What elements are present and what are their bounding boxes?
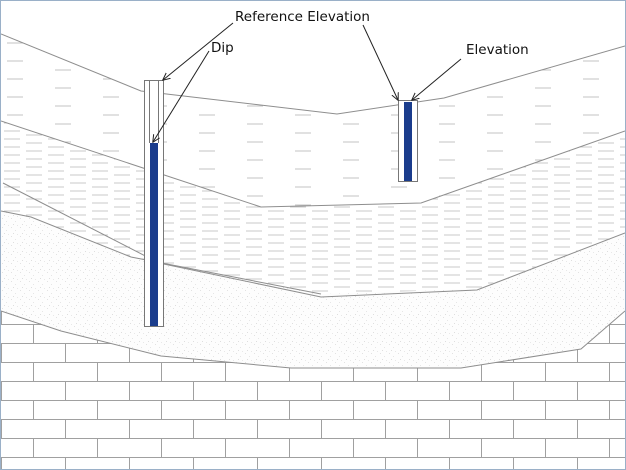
dip-label: Dip	[211, 40, 234, 56]
right-well	[398, 100, 418, 182]
elevation-arrow	[412, 58, 462, 100]
left-well-water-column	[150, 143, 158, 326]
upper-boundary-line	[1, 120, 625, 208]
layer-boundaries	[1, 33, 625, 369]
inner-boundary-line	[2, 182, 625, 298]
reference-elevation-arrow-left	[163, 22, 234, 80]
bedrock-top-line	[1, 310, 625, 369]
right-well-water-column	[404, 102, 412, 181]
elevation-label: Elevation	[466, 42, 529, 58]
reference-elevation-arrow-right	[362, 24, 398, 100]
dip-arrow	[153, 50, 210, 142]
callout-arrows	[153, 22, 462, 142]
sand-top-line	[1, 210, 322, 295]
reference-elevation-label: Reference Elevation	[235, 9, 370, 25]
left-well	[144, 80, 164, 327]
ground-surface-line	[1, 33, 625, 115]
